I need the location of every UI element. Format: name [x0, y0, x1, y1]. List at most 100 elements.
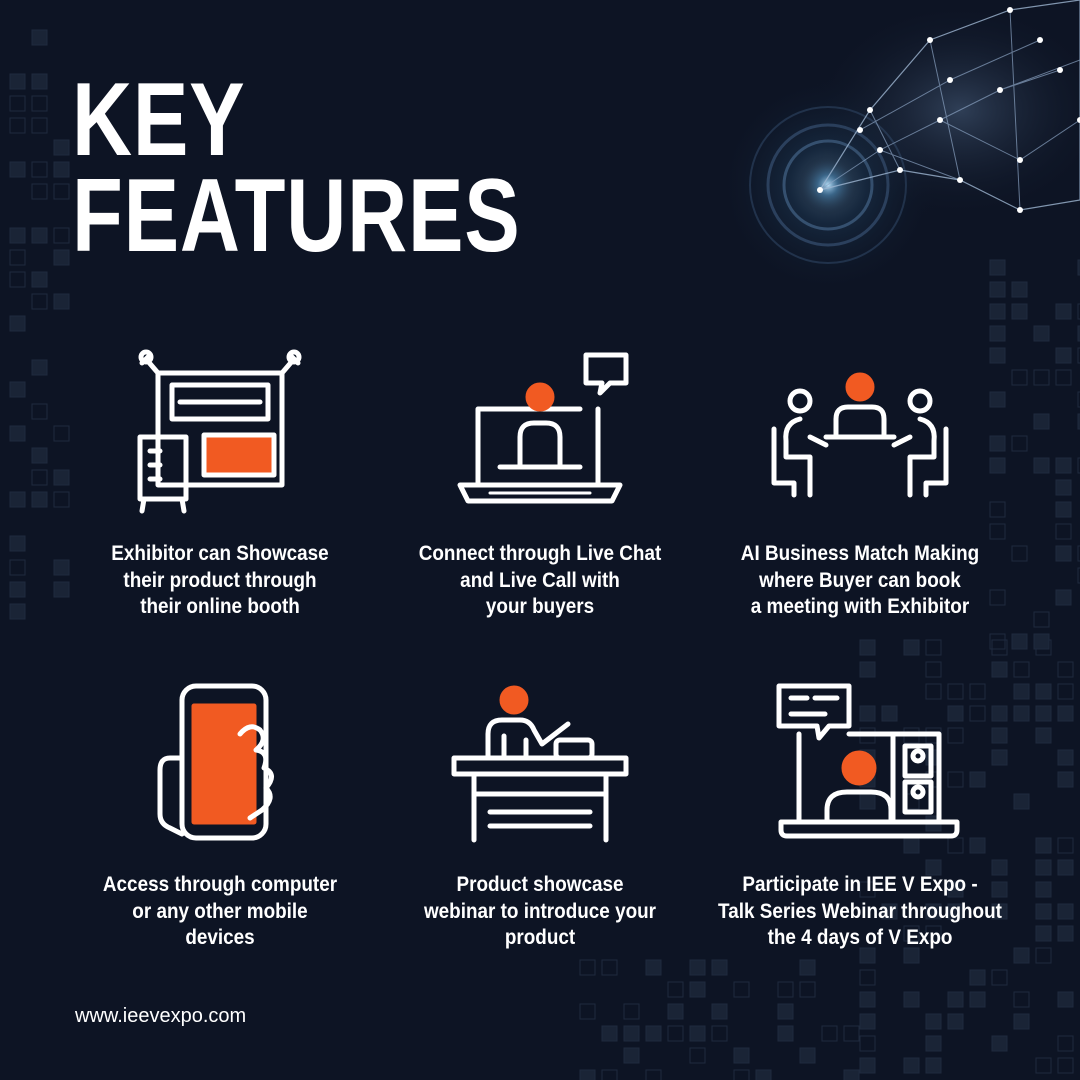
bg-square: [1077, 413, 1080, 430]
caption-line: or any other mobile: [132, 899, 308, 923]
bg-square: [843, 1069, 860, 1080]
bg-square: [689, 959, 706, 976]
bg-square: [1055, 545, 1072, 562]
bg-square: [1035, 947, 1052, 964]
bg-square: [31, 117, 48, 134]
bg-square: [31, 293, 48, 310]
bg-square: [991, 727, 1008, 744]
bg-square: [989, 633, 1006, 650]
feature-caption: Exhibitor can Showcase their product thr…: [72, 541, 369, 621]
bg-square: [711, 959, 728, 976]
bg-square: [1033, 369, 1050, 386]
bg-square: [9, 581, 26, 598]
caption-line: Talk Series Webinar throughout: [718, 899, 1002, 923]
title-line-1: KEY: [72, 62, 246, 178]
bg-square: [579, 1003, 596, 1020]
caption-line: AI Business Match Making: [740, 542, 980, 565]
bg-square: [989, 391, 1006, 408]
bg-square: [1057, 837, 1074, 854]
bg-square: [53, 581, 70, 598]
bg-square: [601, 1069, 618, 1080]
bg-square: [1011, 369, 1028, 386]
caption-line: their product through: [123, 568, 317, 592]
bg-square: [1033, 413, 1050, 430]
bg-square: [1033, 633, 1050, 650]
bg-square: [31, 161, 48, 178]
bg-square: [9, 315, 26, 332]
bg-square: [623, 1025, 640, 1042]
bg-square: [925, 859, 942, 876]
bg-square: [1055, 347, 1072, 364]
bg-square: [1055, 523, 1072, 540]
bg-square: [689, 1025, 706, 1042]
bg-square: [947, 727, 964, 744]
bg-square: [9, 117, 26, 134]
bg-square: [859, 947, 876, 964]
bg-square: [1035, 705, 1052, 722]
feature-caption: Connect through Live Chat and Live Call …: [392, 541, 689, 621]
bg-square: [31, 29, 48, 46]
bg-square: [1077, 457, 1080, 474]
bg-square: [1035, 881, 1052, 898]
caption-line: Product showcase: [456, 873, 624, 896]
bg-square: [9, 95, 26, 112]
bg-square: [1033, 325, 1050, 342]
bg-square: [31, 491, 48, 508]
bg-square: [9, 603, 26, 620]
bg-square: [53, 249, 70, 266]
bg-square: [9, 249, 26, 266]
bg-square: [1057, 661, 1074, 678]
bg-square: [9, 535, 26, 552]
bg-square: [53, 293, 70, 310]
bg-square: [881, 705, 898, 722]
bg-square: [925, 1057, 942, 1074]
bg-square: [1077, 303, 1080, 320]
feature-match-making: AI Business Match Making where Buyer can…: [695, 345, 1025, 621]
bg-square: [903, 925, 920, 942]
bg-square: [859, 1057, 876, 1074]
bg-square: [925, 1013, 942, 1030]
feature-mobile-access: Access through computer or any other mob…: [55, 678, 385, 952]
bg-square: [903, 947, 920, 964]
bg-square: [1035, 925, 1052, 942]
bg-square: [733, 1069, 750, 1080]
bg-square: [989, 303, 1006, 320]
bg-square: [1055, 501, 1072, 518]
feature-online-booth: Exhibitor can Showcase their product thr…: [55, 345, 385, 621]
bg-square: [1055, 479, 1072, 496]
bg-square: [1057, 705, 1074, 722]
bg-square: [1057, 683, 1074, 700]
bg-square: [1011, 633, 1028, 650]
bg-square: [601, 1025, 618, 1042]
bg-square: [969, 969, 986, 986]
bg-square: [1077, 347, 1080, 364]
caption-line: where Buyer can book: [759, 568, 961, 592]
bg-square: [859, 705, 876, 722]
bg-square: [53, 139, 70, 156]
bg-square: [843, 1025, 860, 1042]
bg-square: [947, 903, 964, 920]
bg-square: [645, 1025, 662, 1042]
bg-square: [645, 1069, 662, 1080]
bg-square: [947, 705, 964, 722]
bg-square: [1011, 545, 1028, 562]
bg-square: [31, 403, 48, 420]
bg-square: [1077, 259, 1080, 276]
feature-talk-series: Participate in IEE V Expo - Talk Series …: [695, 678, 1025, 952]
bg-square: [9, 559, 26, 576]
bg-square: [711, 1003, 728, 1020]
bg-square: [925, 683, 942, 700]
bg-square: [9, 227, 26, 244]
bg-square: [9, 73, 26, 90]
bg-square: [821, 1025, 838, 1042]
bg-square: [1077, 325, 1080, 342]
bg-square: [53, 183, 70, 200]
bg-square: [667, 1025, 684, 1042]
website-url: www.ieevexpo.com: [75, 1005, 247, 1027]
bg-square: [689, 1047, 706, 1064]
bg-square: [623, 1047, 640, 1064]
bg-square: [31, 447, 48, 464]
bg-square: [1057, 859, 1074, 876]
bg-square: [31, 73, 48, 90]
bg-square: [859, 1013, 876, 1030]
